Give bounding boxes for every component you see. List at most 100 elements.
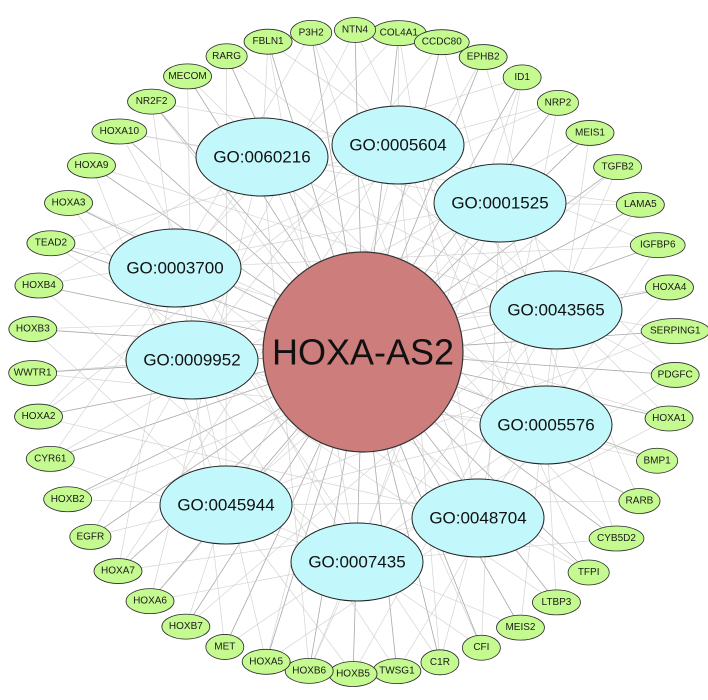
go-term-shape bbox=[479, 385, 613, 465]
gene-node-shape bbox=[67, 152, 116, 179]
gene-node[interactable]: HOXB6 bbox=[284, 657, 334, 684]
go-term-node[interactable]: GO:0060216 bbox=[195, 117, 329, 197]
gene-node-shape bbox=[127, 88, 176, 115]
gene-node[interactable]: CFI bbox=[461, 634, 501, 661]
gene-node[interactable]: LAMA5 bbox=[615, 191, 665, 218]
gene-node[interactable]: HOXB7 bbox=[161, 613, 211, 640]
gene-label: HOXA1 bbox=[652, 413, 686, 424]
gene-node[interactable]: CYR61 bbox=[25, 446, 75, 472]
gene-label: HOXB4 bbox=[22, 280, 56, 291]
gene-node[interactable]: NR2F2 bbox=[127, 88, 176, 115]
gene-label: LTBP3 bbox=[542, 597, 572, 608]
gene-node[interactable]: CCDC80 bbox=[414, 29, 470, 56]
gene-node-shape bbox=[640, 318, 708, 344]
gene-node[interactable]: HOXA1 bbox=[644, 405, 694, 432]
go-term-node[interactable]: GO:0043565 bbox=[489, 270, 623, 350]
gene-label: TFPI bbox=[578, 567, 600, 578]
go-term-node[interactable]: GO:0045944 bbox=[159, 465, 293, 545]
gene-node-shape bbox=[290, 19, 333, 46]
gene-node[interactable]: MET bbox=[205, 634, 245, 660]
gene-label: HOXB7 bbox=[169, 621, 203, 632]
edge-go-gene bbox=[191, 41, 443, 361]
gene-label: TWSG1 bbox=[379, 666, 415, 677]
gene-node[interactable]: HOXA3 bbox=[44, 190, 93, 216]
go-term-shape bbox=[489, 270, 623, 350]
gene-node[interactable]: P3H2 bbox=[290, 19, 333, 46]
gene-node[interactable]: SERPING1 bbox=[640, 318, 708, 344]
edge-go-gene bbox=[499, 202, 617, 539]
gene-node[interactable]: PDGFC bbox=[650, 362, 700, 388]
gene-label: HOXA2 bbox=[22, 411, 56, 422]
gene-node-shape bbox=[14, 403, 63, 430]
gene-node[interactable]: TEAD2 bbox=[26, 230, 76, 257]
go-term-node[interactable]: GO:0005604 bbox=[331, 105, 465, 185]
gene-node-shape bbox=[650, 362, 700, 388]
go-term-node[interactable]: GO:0048704 bbox=[411, 478, 545, 558]
gene-node[interactable]: LTBP3 bbox=[532, 589, 581, 616]
go-term-node[interactable]: GO:0007435 bbox=[290, 522, 424, 602]
gene-node[interactable]: HOXA9 bbox=[67, 152, 116, 179]
gene-node[interactable]: IGFBP6 bbox=[629, 232, 686, 258]
gene-label: HOXA7 bbox=[101, 566, 135, 577]
gene-label: HOXB5 bbox=[336, 668, 370, 679]
gene-node[interactable]: HOXB4 bbox=[14, 272, 64, 299]
gene-node[interactable]: HOXA10 bbox=[91, 118, 148, 145]
gene-node[interactable]: HOXB3 bbox=[8, 316, 58, 342]
go-term-shape bbox=[125, 320, 259, 400]
gene-node[interactable]: NRP2 bbox=[536, 89, 579, 116]
gene-node[interactable]: HOXA5 bbox=[241, 648, 291, 675]
go-term-node[interactable]: GO:0003700 bbox=[108, 228, 242, 308]
gene-node[interactable]: TFPI bbox=[567, 559, 610, 586]
go-term-label: GO:0001525 bbox=[451, 194, 548, 213]
gene-node[interactable]: HOXA2 bbox=[14, 403, 63, 430]
gene-node[interactable]: EPHB2 bbox=[458, 44, 508, 70]
gene-node[interactable]: CYB5D2 bbox=[588, 525, 645, 552]
gene-label: EPHB2 bbox=[467, 52, 500, 63]
edge-go-gene bbox=[49, 156, 263, 460]
gene-node[interactable]: FBLN1 bbox=[243, 28, 293, 55]
gene-node[interactable]: C1R bbox=[420, 649, 460, 676]
gene-label: MECOM bbox=[168, 71, 206, 82]
gene-node-shape bbox=[644, 405, 694, 432]
edge-go-gene bbox=[174, 102, 559, 269]
hub-node[interactable] bbox=[262, 251, 464, 453]
go-term-node[interactable]: GO:0009952 bbox=[125, 320, 259, 400]
gene-label: CYB5D2 bbox=[597, 533, 636, 544]
go-term-node[interactable]: GO:0005576 bbox=[479, 385, 613, 465]
gene-node[interactable]: TWSG1 bbox=[372, 658, 422, 685]
gene-node[interactable]: MEIS1 bbox=[565, 120, 615, 146]
gene-node[interactable]: WWTR1 bbox=[8, 360, 58, 386]
go-term-shape bbox=[108, 228, 242, 308]
gene-node[interactable]: ID1 bbox=[502, 64, 542, 91]
gene-label: FBLN1 bbox=[253, 36, 285, 47]
gene-node-shape bbox=[532, 589, 581, 616]
edge-go-gene bbox=[356, 204, 641, 563]
gene-node[interactable]: MEIS2 bbox=[496, 614, 545, 641]
gene-label: HOXA3 bbox=[52, 197, 86, 208]
hub-group[interactable]: HOXA-AS2 bbox=[262, 251, 464, 453]
gene-node-shape bbox=[567, 559, 610, 586]
gene-label: EGFR bbox=[76, 531, 104, 542]
gene-node[interactable]: BMP1 bbox=[636, 447, 679, 474]
gene-node[interactable]: NTN4 bbox=[333, 17, 376, 43]
gene-node[interactable]: HOXB2 bbox=[43, 486, 93, 513]
gene-node[interactable]: HOXA7 bbox=[93, 558, 143, 584]
gene-node-shape bbox=[205, 43, 248, 70]
gene-node[interactable]: HOXA6 bbox=[125, 588, 175, 615]
gene-node[interactable]: MECOM bbox=[163, 63, 212, 90]
gene-node-shape bbox=[93, 558, 143, 584]
gene-node[interactable]: RARG bbox=[205, 43, 248, 70]
gene-label: HOXA4 bbox=[653, 282, 687, 293]
gene-node[interactable]: EGFR bbox=[69, 523, 112, 550]
gene-node[interactable]: HOXA4 bbox=[645, 274, 694, 301]
gene-node[interactable]: TGFB2 bbox=[593, 154, 643, 181]
edge-go-gene bbox=[38, 202, 501, 286]
gene-label: SERPING1 bbox=[650, 326, 701, 337]
gene-label: NRP2 bbox=[545, 97, 572, 108]
gene-node[interactable]: RARB bbox=[618, 488, 661, 514]
gene-node-shape bbox=[502, 64, 542, 91]
go-term-node[interactable]: GO:0001525 bbox=[433, 163, 567, 243]
gene-label: BMP1 bbox=[643, 455, 671, 466]
gene-node-shape bbox=[284, 657, 334, 684]
gene-node[interactable]: HOXB5 bbox=[328, 661, 378, 687]
